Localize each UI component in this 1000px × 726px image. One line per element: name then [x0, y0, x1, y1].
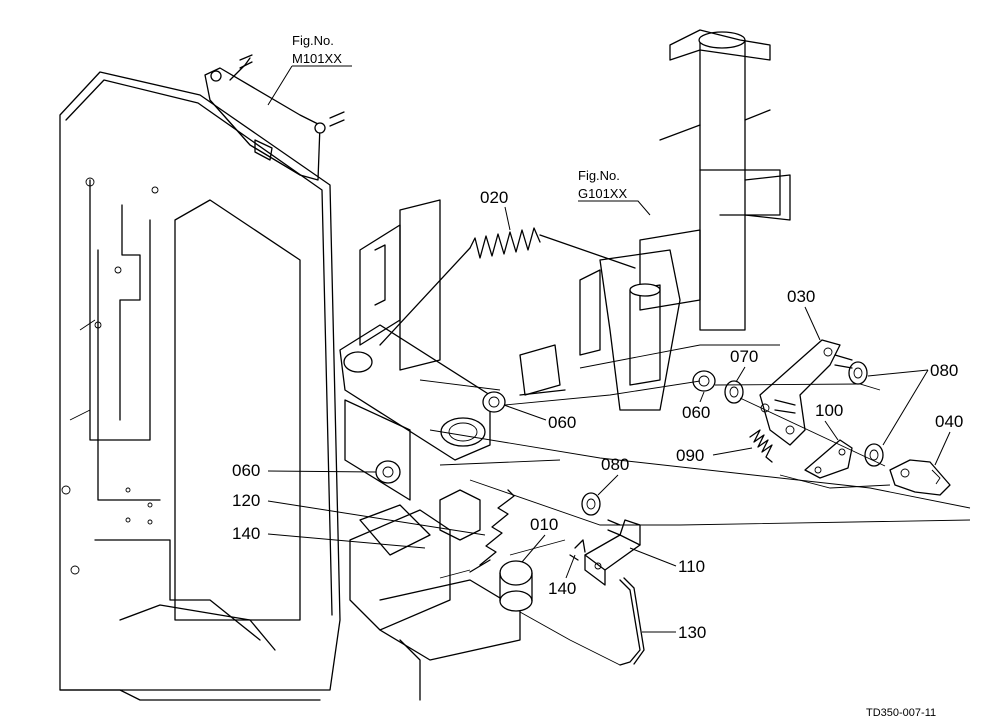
part-label-090: 090	[676, 446, 704, 465]
link-100	[804, 439, 853, 479]
part-label-120: 120	[232, 491, 260, 510]
fig-ref-1-line2: M101XX	[292, 51, 342, 66]
bracket-110	[584, 519, 641, 586]
bushing-060-upper	[482, 391, 506, 413]
part-label-140-right: 140	[548, 579, 576, 598]
lever-030	[759, 339, 853, 446]
part-label-080-c: 080	[601, 455, 629, 474]
pin-140	[569, 539, 586, 561]
part-label-040: 040	[935, 412, 963, 431]
assembly-guide-lines	[429, 344, 971, 666]
fig-ref-2-line1: Fig.No.	[578, 168, 620, 183]
washer-080-c	[581, 492, 601, 516]
fig-ref-2-line2: G101XX	[578, 186, 627, 201]
figure-ref-m101: Fig.No. M101XX	[267, 33, 352, 106]
part-label-010: 010	[530, 515, 558, 534]
part-label-060-right: 060	[682, 403, 710, 422]
cam-040	[889, 459, 951, 496]
rod-130	[619, 577, 645, 666]
washer-080-a	[848, 361, 868, 385]
spring-020	[379, 227, 636, 346]
part-label-080-a: 080	[930, 361, 958, 380]
part-label-100: 100	[815, 401, 843, 420]
bushing-060-lower	[375, 460, 401, 484]
part-label-060-lower: 060	[232, 461, 260, 480]
spring-090	[749, 429, 773, 463]
part-callouts: 020 030 080 070 060 060 100 040 090 080 …	[232, 188, 963, 642]
washer-080-b	[864, 443, 884, 467]
part-label-070: 070	[730, 347, 758, 366]
figure-ref-g101: Fig.No. G101XX	[578, 168, 651, 216]
part-label-140-left: 140	[232, 524, 260, 543]
steering-column	[579, 29, 791, 411]
shaft-assembly	[339, 199, 566, 701]
washer-070	[724, 380, 744, 404]
part-label-030: 030	[787, 287, 815, 306]
drawing-code: TD350-007-11	[866, 707, 936, 719]
part-label-110: 110	[678, 557, 705, 576]
bushing-060-right	[692, 370, 716, 392]
frame-panel	[59, 71, 341, 701]
part-label-130: 130	[678, 623, 706, 642]
fig-ref-1-line1: Fig.No.	[292, 33, 334, 48]
part-label-060-upper: 060	[548, 413, 576, 432]
cap-010	[499, 560, 533, 612]
upper-bracket	[204, 54, 345, 181]
spring-120	[469, 489, 515, 573]
part-label-020: 020	[480, 188, 508, 207]
